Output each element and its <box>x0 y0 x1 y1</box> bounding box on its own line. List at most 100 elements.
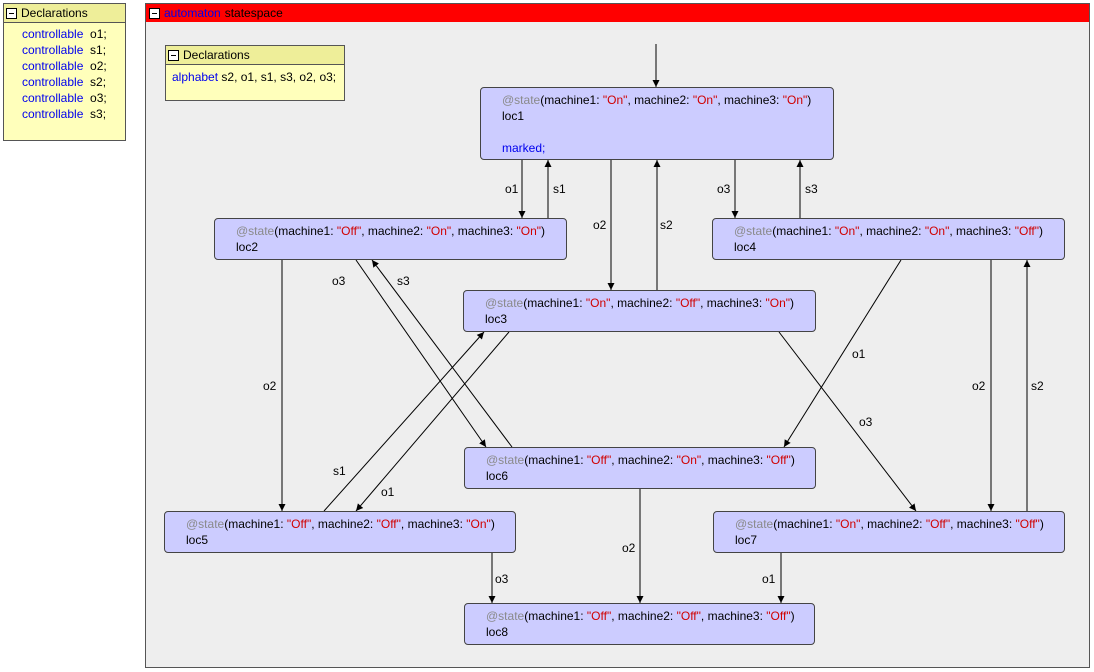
state-name: loc2 <box>236 240 259 254</box>
declarations-panel: Declarations controllable o1; controllab… <box>3 3 126 141</box>
state-annotation: @state(machine1: "On", machine2: "Off", … <box>735 516 1064 532</box>
state-name: loc1 <box>502 109 525 123</box>
edge-label: o3 <box>859 415 873 429</box>
collapse-icon[interactable] <box>149 7 160 19</box>
edge-loc6-loc2[interactable] <box>371 259 513 448</box>
automaton-keyword: automaton <box>164 6 221 20</box>
arg-label: ) <box>490 517 495 531</box>
state-annotation: @state(machine1: "On", machine2: "Off", … <box>485 295 815 311</box>
arg-value: "On" <box>676 453 702 467</box>
state-name: loc3 <box>485 312 508 326</box>
automaton-name: statespace <box>224 6 283 20</box>
edge-label: o1 <box>762 572 776 586</box>
edge-label: o1 <box>505 182 519 196</box>
state-loc3[interactable]: @state(machine1: "On", machine2: "Off", … <box>463 290 816 332</box>
arg-value: "On" <box>765 296 791 310</box>
state-loc8[interactable]: @state(machine1: "Off", machine2: "Off",… <box>464 603 815 645</box>
state-annotation: @state(machine1: "Off", machine2: "Off",… <box>186 516 515 532</box>
automaton-header: automaton statespace <box>146 4 1089 22</box>
edge-label: s3 <box>397 274 410 288</box>
declaration-keyword: controllable <box>22 107 84 121</box>
state-loc6[interactable]: @state(machine1: "Off", machine2: "On", … <box>464 447 816 489</box>
declaration-name: o2; <box>90 59 107 73</box>
state-annotation: @state(machine1: "On", machine2: "On", m… <box>502 92 833 108</box>
arg-label: (machine1: <box>523 296 586 310</box>
alphabet-list: s2, o1, s1, s3, o2, o3; <box>221 70 337 84</box>
declaration-keyword: controllable <box>22 91 84 105</box>
arg-value: "On" <box>466 517 491 531</box>
arg-value: "Off" <box>766 453 791 467</box>
arg-value: "Off" <box>676 609 701 623</box>
declaration-item: controllable o2; <box>22 58 125 74</box>
arg-label: , machine3: <box>451 224 517 238</box>
annotation-keyword: @state <box>735 517 774 531</box>
state-loc4[interactable]: @state(machine1: "On", machine2: "On", m… <box>712 218 1065 260</box>
edge-loc4-loc6[interactable] <box>783 259 902 448</box>
arg-label: ) <box>1039 517 1044 531</box>
arg-label: (machine1: <box>772 224 835 238</box>
arg-label: , machine3: <box>400 517 467 531</box>
arg-label: , machine3: <box>949 224 1015 238</box>
declaration-item: controllable s1; <box>22 42 125 58</box>
declaration-keyword: controllable <box>22 59 84 73</box>
declaration-name: s1; <box>90 43 107 57</box>
arg-label: , machine3: <box>950 517 1016 531</box>
marked-label: marked; <box>502 141 546 155</box>
edge-loc3-loc5[interactable] <box>355 331 510 512</box>
edge-label: s3 <box>805 182 818 196</box>
alphabet-keyword: alphabet <box>172 70 219 84</box>
edge-loc5-loc3[interactable] <box>323 331 485 512</box>
edge-label: o2 <box>622 541 636 555</box>
edge-label: o1 <box>852 347 866 361</box>
arg-value: "On" <box>602 93 628 107</box>
arg-label: ) <box>541 224 546 238</box>
arg-label: ) <box>807 93 812 107</box>
arg-label: ) <box>790 296 795 310</box>
declaration-keyword: controllable <box>22 43 84 57</box>
alphabet-title: Declarations <box>183 48 250 62</box>
edge-label: o1 <box>381 485 395 499</box>
arg-value: "Off" <box>586 609 612 623</box>
state-annotation: @state(machine1: "Off", machine2: "On", … <box>486 452 815 468</box>
state-loc5[interactable]: @state(machine1: "Off", machine2: "Off",… <box>164 511 516 553</box>
arg-label: , machine3: <box>700 609 767 623</box>
edge-loc3-loc7[interactable] <box>778 331 917 512</box>
arg-value: "On" <box>782 93 808 107</box>
arg-value: "Off" <box>1015 517 1040 531</box>
state-loc1[interactable]: @state(machine1: "On", machine2: "On", m… <box>480 87 834 160</box>
edge-label: o2 <box>593 218 607 232</box>
edge-loc2-loc6[interactable] <box>355 259 487 448</box>
arg-value: "On" <box>426 224 452 238</box>
arg-value: "Off" <box>925 517 951 531</box>
annotation-keyword: @state <box>186 517 225 531</box>
collapse-icon[interactable] <box>6 7 17 19</box>
arg-label: (machine1: <box>773 517 836 531</box>
arg-value: "Off" <box>675 296 701 310</box>
arg-label: , machine2: <box>860 517 926 531</box>
edge-label: o3 <box>332 274 346 288</box>
arg-label: (machine1: <box>540 93 603 107</box>
alphabet-line: alphabet s2, o1, s1, s3, o2, o3; <box>166 65 344 85</box>
alphabet-header: Declarations <box>166 46 344 65</box>
arg-label: , machine3: <box>700 296 766 310</box>
annotation-keyword: @state <box>486 453 525 467</box>
declaration-item: controllable s2; <box>22 74 125 90</box>
arg-label: (machine1: <box>224 517 287 531</box>
collapse-icon[interactable] <box>168 49 179 61</box>
arg-label: , machine2: <box>311 517 377 531</box>
arg-value: "On" <box>924 224 950 238</box>
arg-value: "Off" <box>376 517 401 531</box>
declaration-name: s3; <box>90 107 107 121</box>
declaration-name: o3; <box>90 91 107 105</box>
arg-label: , machine2: <box>611 453 677 467</box>
declaration-item: controllable o3; <box>22 90 125 106</box>
arg-label: , machine2: <box>859 224 925 238</box>
arg-value: "Off" <box>286 517 312 531</box>
declarations-title: Declarations <box>21 6 88 20</box>
state-loc2[interactable]: @state(machine1: "Off", machine2: "On", … <box>214 218 567 260</box>
declaration-keyword: controllable <box>22 27 84 41</box>
arg-label: , machine2: <box>627 93 693 107</box>
state-loc7[interactable]: @state(machine1: "On", machine2: "Off", … <box>713 511 1065 553</box>
arg-label: (machine1: <box>274 224 337 238</box>
